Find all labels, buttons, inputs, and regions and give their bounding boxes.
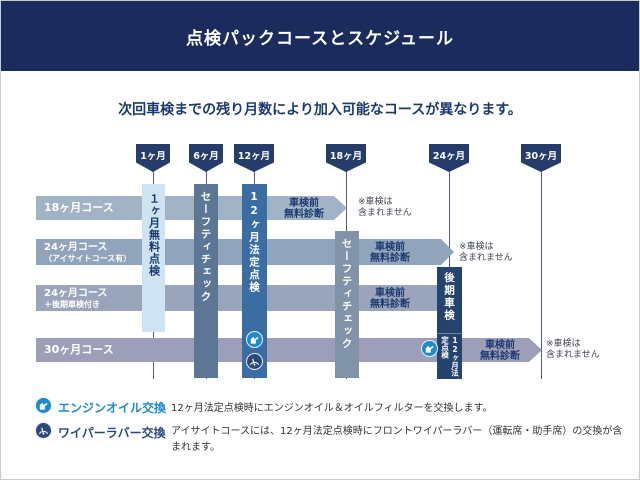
timeline-marker-1month: 1ヶ月 (136, 144, 170, 172)
legend-label-wiper-rubber: ワイパーラバー交換 (58, 426, 166, 440)
engine-oil-icon (35, 397, 52, 414)
marker-label: 12ヶ月 (237, 151, 271, 162)
legend-label-engine-oil: エンジンオイル交換 (58, 401, 167, 415)
timeline-marker-6month: 6ヶ月 (189, 144, 223, 172)
pre-inspection-diagnosis-note: 車検前 無料診断 (370, 242, 410, 264)
inspection-not-included-note: ※車検は 含まれません (358, 197, 412, 218)
timeline-marker-24month: 24ヶ月 (429, 144, 469, 172)
marker-label: 6ヶ月 (193, 151, 219, 162)
course-label: 24ヶ月コース ＋後期車検付き (44, 288, 108, 309)
inspection-not-included-note: ※車検は 含まれません (546, 339, 600, 360)
wiper-rubber-icon (246, 353, 263, 370)
page-title: 点検パックコースとスケジュール (186, 28, 454, 49)
course-row-18month: 18ヶ月コース (36, 196, 347, 220)
marker-label: 30ヶ月 (524, 151, 558, 162)
oil-can-glyph (425, 345, 434, 353)
wiper-rubber-icon (35, 422, 52, 439)
subtitle: 次回車検までの残り月数により加入可能なコースが異なります。 (118, 102, 522, 118)
header: 点検パックコースとスケジュール (1, 1, 639, 71)
column-first-month-free-inspection: １ヶ月無料点検 (142, 184, 165, 332)
pre-inspection-diagnosis-note: 車検前 無料診断 (284, 198, 324, 220)
oil-can-glyph (39, 402, 48, 410)
timeline-marker-12month: 12ヶ月 (234, 144, 274, 172)
pre-inspection-diagnosis-note: 車検前 無料診断 (480, 340, 520, 362)
timeline-marker-18month: 18ヶ月 (326, 144, 366, 172)
engine-oil-icon (246, 331, 263, 348)
legend-desc-wiper-rubber: アイサイトコースには、12ヶ月法定点検時にフロントワイパーラバー（運転席・助手席… (171, 426, 623, 453)
column-legal-12month-inspection-late: 12ヶ月法定点検 (437, 333, 462, 379)
wiper-glyph (38, 427, 49, 435)
pre-inspection-diagnosis-note: 車検前 無料診断 (370, 288, 410, 310)
course-label: 30ヶ月コース (44, 342, 114, 356)
inspection-not-included-note: ※車検は 含まれません (459, 242, 513, 263)
column-safety-check-18month: セーフティチェック (335, 231, 359, 378)
marker-label: 18ヶ月 (329, 151, 363, 162)
marker-label: 1ヶ月 (140, 151, 166, 162)
timeline-line-30month (541, 171, 542, 379)
course-row-30month: 30ヶ月コース (36, 338, 542, 362)
wiper-glyph (249, 358, 260, 366)
column-late-term-inspection: 後期車検 (437, 267, 462, 333)
course-label: 24ヶ月コース （アイサイトコース有） (44, 242, 132, 263)
timeline-marker-30month: 30ヶ月 (521, 144, 561, 172)
course-label: 18ヶ月コース (44, 200, 114, 214)
column-safety-check-6month: セーフティチェック (194, 184, 218, 378)
column-legal-12month-inspection: 12ヶ月法定点検 (242, 184, 267, 378)
engine-oil-icon (421, 340, 438, 357)
marker-label: 24ヶ月 (432, 151, 466, 162)
oil-can-glyph (250, 336, 259, 344)
legend-desc-engine-oil: 12ヶ月法定点検時にエンジンオイル＆オイルフィルターを交換します。 (171, 403, 493, 414)
